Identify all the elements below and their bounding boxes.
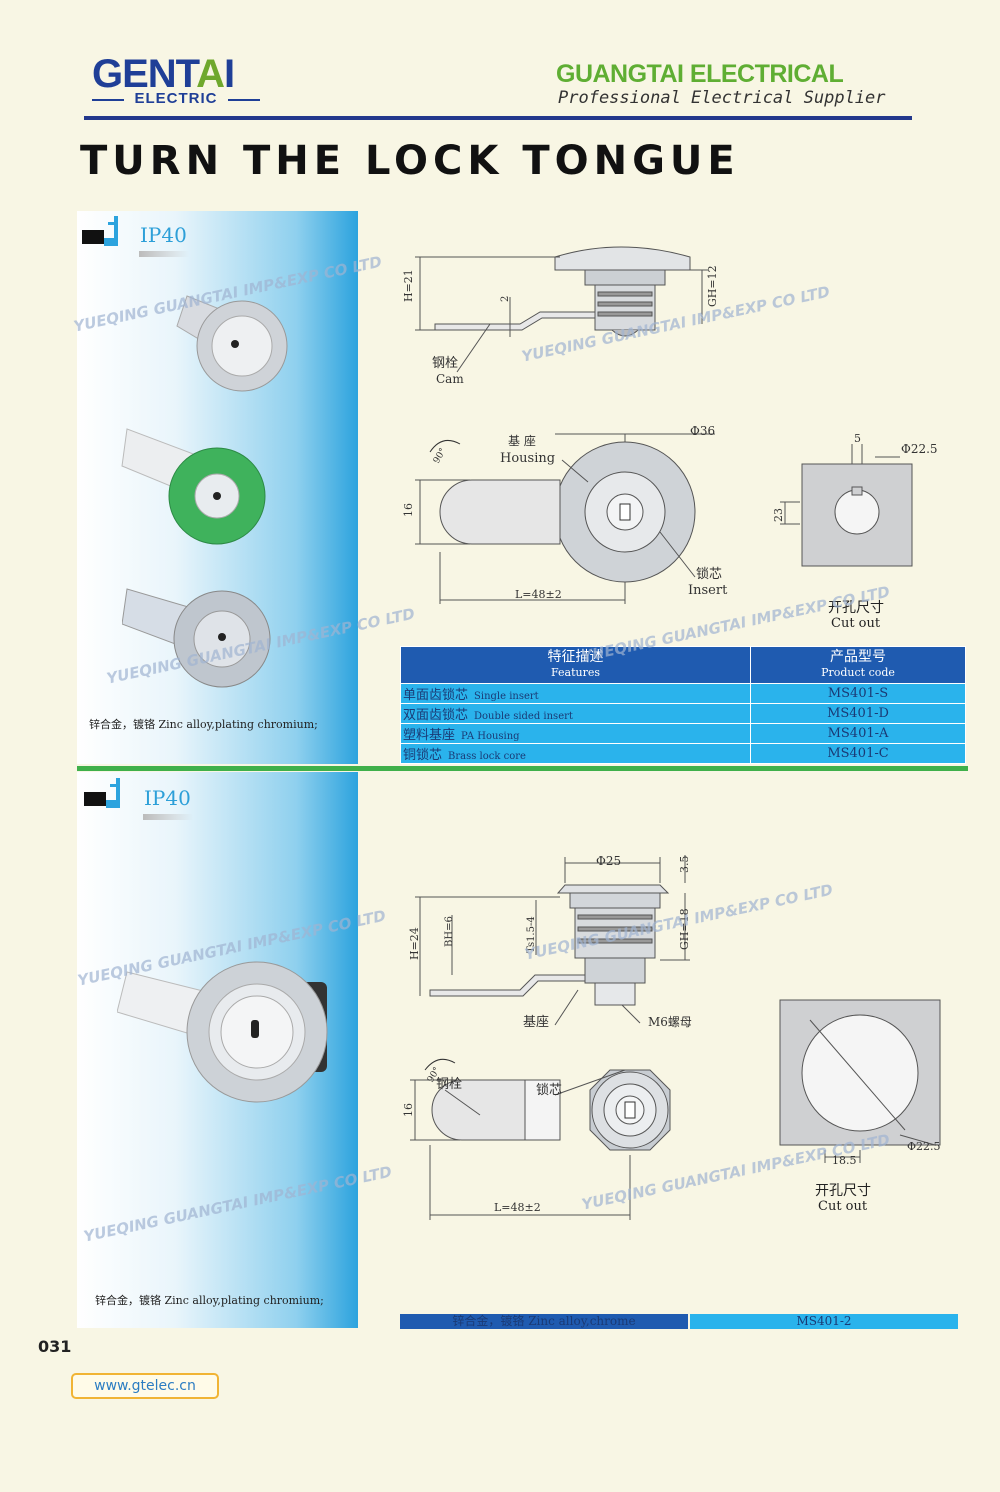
logo-roof-letter: A bbox=[196, 52, 225, 96]
lock-photo-green bbox=[121, 428, 266, 545]
material-note-2: 锌合金，镀铬 Zinc alloy,plating chromium; bbox=[95, 1294, 324, 1307]
ip-label-shadow bbox=[139, 251, 189, 257]
ip-rating-icon bbox=[84, 778, 120, 808]
label-housing-cn: 基座 bbox=[523, 1015, 549, 1030]
lock-photo-chrome bbox=[176, 295, 288, 392]
dim-panel-thickness: Ts1.5-4 bbox=[526, 916, 537, 953]
ip-rating-label: IP40 bbox=[144, 786, 191, 810]
dim-cut-diameter: Φ22.5 bbox=[907, 1140, 941, 1153]
dim-grip-height: GH=18 bbox=[678, 908, 691, 950]
label-nut: M6螺母 bbox=[648, 1015, 692, 1029]
dim-cut-flat: 23 bbox=[772, 508, 785, 522]
ip-label-shadow bbox=[143, 814, 193, 820]
label-insert-en: Insert bbox=[688, 583, 728, 598]
dim-grip-height: GH=12 bbox=[706, 265, 719, 307]
label-housing-cn: 基 座 bbox=[508, 433, 536, 448]
label-housing-en: Housing bbox=[500, 451, 555, 466]
dim-cam-thickness: 2 bbox=[500, 296, 511, 302]
company-name: GUANGTAI ELECTRICAL bbox=[556, 60, 844, 88]
label-cam-cn: 钢栓 bbox=[432, 356, 458, 371]
page-title: TURN THE LOCK TONGUE bbox=[80, 138, 740, 184]
header-divider bbox=[84, 116, 912, 120]
label-insert-cn: 锁芯 bbox=[696, 566, 722, 582]
logo-subtitle: ELECTRIC bbox=[92, 90, 260, 107]
cutout-label-en-1: Cut out bbox=[831, 616, 881, 631]
dim-diameter: Φ36 bbox=[690, 424, 715, 438]
technical-drawing-1: H=21 2 GH=12 钢栓 Cam 基 座 Housing Φ36 16 L… bbox=[402, 246, 938, 604]
cutout-label-cn-1: 开孔尺寸 bbox=[828, 600, 884, 616]
website-link[interactable]: www.gtelec.cn bbox=[71, 1373, 219, 1399]
dim-cut-flat: 18.5 bbox=[832, 1154, 857, 1167]
dim-cam-width: 16 bbox=[402, 503, 415, 517]
brand-logo: GENTAI bbox=[92, 52, 235, 96]
rotation-angle: 90° bbox=[432, 447, 449, 466]
tagline: Professional Electrical Supplier bbox=[558, 88, 886, 108]
label-cam-cn: 钢栓 bbox=[436, 1077, 462, 1092]
dim-height: H=21 bbox=[402, 269, 415, 302]
page-number: 031 bbox=[38, 1337, 72, 1356]
dim-length: L=48±2 bbox=[515, 588, 562, 601]
product-photo-panel-1: IP40 锌合金，镀铬 Zinc alloy,plating chromium; bbox=[77, 211, 358, 764]
dim-cut-diameter: Φ22.5 bbox=[901, 442, 938, 456]
dim-height: H=24 bbox=[408, 927, 421, 960]
section-divider bbox=[77, 766, 968, 771]
product-bar-code: MS401-2 bbox=[690, 1314, 958, 1329]
dim-body-height: BH=6 bbox=[444, 916, 455, 947]
technical-drawing-2: Φ25 3.5 H=24 BH=6 Ts1.5-4 GH=18 基座 M6螺母 … bbox=[402, 854, 941, 1220]
ip-rating-label: IP40 bbox=[140, 223, 187, 247]
product-photo-panel-2: IP40 锌合金，镀铬 Zinc alloy,plating chromium; bbox=[77, 772, 358, 1328]
cutout-label-en-2: Cut out bbox=[818, 1199, 868, 1214]
material-note-1: 锌合金，镀铬 Zinc alloy,plating chromium; bbox=[89, 718, 318, 731]
dim-flange: 3.5 bbox=[678, 856, 691, 874]
label-insert-cn: 锁芯 bbox=[536, 1082, 562, 1098]
lock-photo-hex bbox=[117, 961, 328, 1103]
dim-diameter: Φ25 bbox=[596, 854, 621, 868]
dim-cut-slot: 5 bbox=[854, 432, 861, 445]
label-cam-en: Cam bbox=[436, 372, 464, 386]
ip-rating-icon bbox=[82, 216, 118, 246]
dim-length: L=48±2 bbox=[494, 1201, 541, 1214]
dim-cam-width: 16 bbox=[402, 1103, 415, 1117]
product-bar-material: 锌合金，镀铬 Zinc alloy,chrome bbox=[400, 1314, 688, 1329]
lock-photo-bevel bbox=[122, 588, 271, 688]
cutout-label-cn-2: 开孔尺寸 bbox=[815, 1183, 871, 1199]
